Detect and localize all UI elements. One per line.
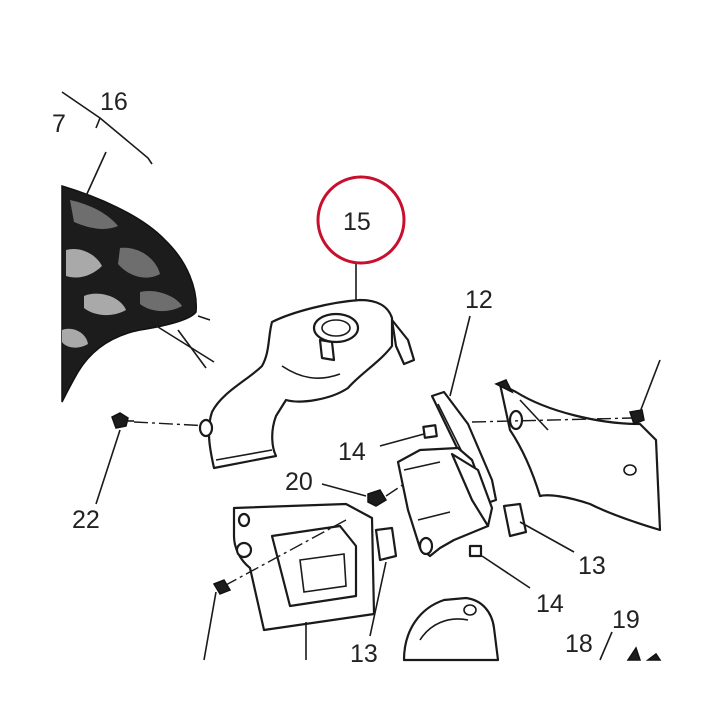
label-13-right: 13 (578, 552, 606, 580)
label-19: 19 (612, 606, 640, 634)
part-15-duct-cover (207, 264, 416, 470)
part-16-camo-panel (61, 184, 215, 403)
label-12: 12 (465, 286, 493, 314)
label-13-lower: 13 (350, 640, 378, 668)
bottom-partial-part (402, 596, 662, 662)
label-18: 18 (565, 630, 593, 658)
label-20: 20 (285, 468, 313, 496)
label-15: 15 (343, 208, 371, 236)
right-frame-part (471, 359, 662, 532)
highlight-circle-15 (316, 175, 406, 265)
label-22: 22 (72, 506, 100, 534)
label-7: 7 (52, 110, 66, 138)
part-14-clips (379, 424, 531, 589)
lower-mount-plate (203, 502, 376, 661)
part-22-bolt (95, 412, 214, 505)
label-14-lower: 14 (536, 590, 564, 618)
center-mount-bracket (396, 446, 494, 558)
part-20-nut (321, 483, 405, 507)
label-16: 16 (100, 88, 128, 116)
label-14-upper: 14 (338, 438, 366, 466)
part-13-pads (369, 502, 575, 637)
part-16-bracket (61, 91, 153, 197)
